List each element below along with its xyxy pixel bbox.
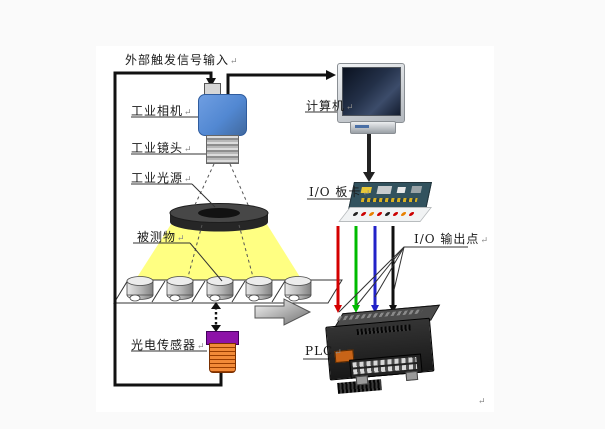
bracket-port [367, 212, 376, 216]
label-text: 工业光源 [131, 171, 184, 185]
label-industrial-lens: 工业镜头↵ [131, 139, 192, 156]
return-mark: ↵ [480, 236, 488, 246]
bracket-port [351, 212, 360, 216]
computer-to-card-arrow [363, 134, 375, 182]
label-trigger-input: 外部触发信号输入↵ [125, 51, 238, 68]
trigger-signal-loop [113, 71, 223, 387]
label-text: I/O 输出点 [414, 232, 480, 246]
bracket-port [383, 212, 392, 216]
label-text: 被测物 [137, 230, 177, 244]
label-text: 计算机 [306, 99, 346, 113]
label-leader-lines [131, 111, 468, 360]
plc-vent [356, 324, 411, 336]
label-industrial-light: 工业光源↵ [131, 169, 192, 186]
parts-on-belt [126, 276, 312, 302]
return-mark: ↵ [346, 103, 354, 113]
label-io-output-points: I/O 输出点↵ [414, 230, 488, 247]
industrial-lens [206, 135, 239, 164]
pcb-chip [376, 186, 393, 194]
photoelectric-sensor [209, 343, 236, 373]
label-text: 工业相机 [131, 104, 184, 118]
label-photo-sensor: 光电传感器↵ [131, 336, 205, 353]
plc-foot [355, 375, 369, 386]
output-arrow-red [334, 305, 342, 313]
return-mark: ↵ [197, 342, 205, 352]
output-arrow-blue [371, 305, 379, 313]
monitor-screen [342, 67, 401, 116]
bracket-port [375, 212, 384, 216]
return-mark: ↵ [177, 234, 185, 244]
monitor-base [350, 121, 396, 134]
industrial-camera [198, 94, 247, 136]
camera-to-computer-arrow [226, 70, 336, 94]
return-mark: ↵ [184, 108, 192, 118]
bracket-port [399, 212, 408, 216]
io-output-lines [334, 226, 397, 313]
pcb-chip [410, 186, 423, 193]
part-cylinder [206, 276, 234, 300]
monitor-base-detail [355, 125, 369, 128]
output-arrow-green [352, 305, 360, 313]
bracket-port [391, 212, 400, 216]
belt-hole [248, 294, 260, 302]
bracket-port [407, 212, 416, 216]
label-text: 工业镜头 [131, 141, 184, 155]
belt-hole [288, 294, 300, 302]
label-text: PLC [305, 344, 334, 358]
io-card-bracket [338, 207, 432, 222]
return-mark: ↵ [184, 145, 192, 155]
return-mark: ↵ [478, 397, 486, 407]
sensor-sight-arrow [211, 302, 221, 332]
label-text: 光电传感器 [131, 338, 197, 352]
belt-hole [169, 294, 181, 302]
label-industrial-camera: 工业相机↵ [131, 102, 192, 119]
pcb-chip [396, 187, 406, 193]
belt-hole [209, 294, 221, 302]
label-plc: PLC↵ [305, 344, 342, 358]
label-text: I/O 板卡 [309, 185, 362, 199]
belt-direction-arrow [254, 298, 312, 326]
label-measured-object: 被测物↵ [137, 228, 185, 245]
label-io-card: I/O 板卡↵ [309, 183, 370, 200]
return-mark: ↵ [334, 348, 342, 358]
stray-return-mark: ↵ [477, 393, 486, 407]
return-mark: ↵ [184, 175, 192, 185]
belt-hole [129, 294, 141, 302]
label-text: 外部触发信号输入 [125, 53, 230, 67]
part-cylinder [126, 276, 154, 300]
return-mark: ↵ [230, 57, 238, 67]
label-computer: 计算机↵ [306, 97, 354, 114]
return-mark: ↵ [362, 189, 370, 199]
ring-light [169, 203, 269, 232]
light-beam [127, 218, 310, 293]
bracket-port [359, 212, 368, 216]
plc-foot [405, 370, 419, 381]
trigger-arrowhead [206, 78, 216, 87]
